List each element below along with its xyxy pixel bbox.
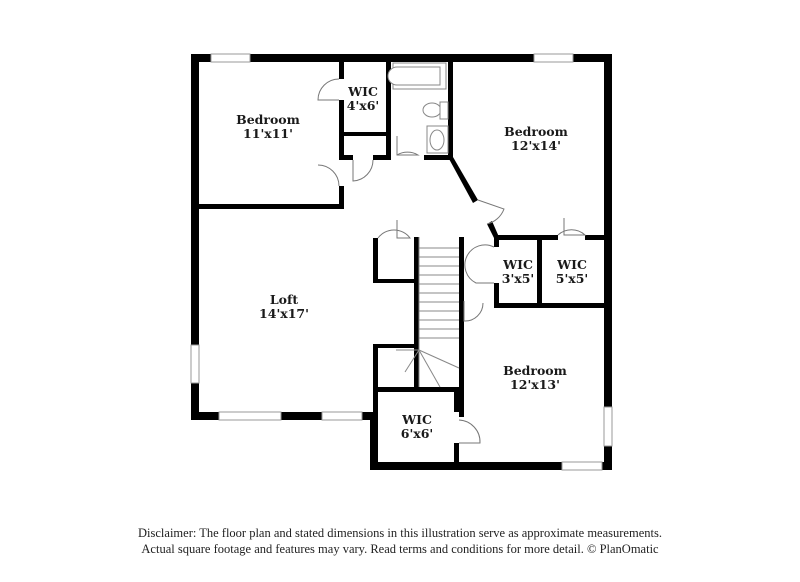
room-dims: 5'x5' bbox=[555, 271, 589, 286]
room-dims: 14'x17' bbox=[259, 306, 309, 321]
room-dims: 11'x11' bbox=[243, 126, 293, 141]
room-dims: 12'x13' bbox=[510, 377, 560, 392]
room-name: Bedroom bbox=[503, 363, 567, 378]
room-wic-4: WIC 6'x6' bbox=[401, 413, 434, 441]
room-wic-2: WIC 3'x5' bbox=[502, 258, 535, 286]
room-name: WIC bbox=[402, 412, 432, 427]
room-name: WIC bbox=[557, 257, 587, 272]
room-name: WIC bbox=[503, 257, 533, 272]
disclaimer-line-1: Disclaimer: The floor plan and stated di… bbox=[138, 526, 662, 540]
wall-left bbox=[191, 54, 199, 420]
room-wic-3: WIC 5'x5' bbox=[556, 258, 589, 286]
room-loft: Loft 14'x17' bbox=[259, 293, 309, 321]
room-name: WIC bbox=[348, 84, 378, 99]
room-name: Loft bbox=[269, 292, 299, 307]
room-bedroom-2: Bedroom 12'x14' bbox=[504, 125, 568, 153]
wall-right bbox=[604, 54, 612, 470]
room-dims: 4'x6' bbox=[346, 98, 380, 113]
room-name: Bedroom bbox=[236, 112, 300, 127]
room-wic-1: WIC 4'x6' bbox=[347, 85, 380, 113]
disclaimer: Disclaimer: The floor plan and stated di… bbox=[0, 525, 800, 557]
room-dims: 12'x14' bbox=[511, 138, 561, 153]
room-bedroom-3: Bedroom 12'x13' bbox=[503, 364, 567, 392]
wall-top bbox=[191, 54, 612, 62]
wall-bottom-right bbox=[370, 462, 612, 470]
wall-step bbox=[370, 412, 378, 470]
disclaimer-line-2: Actual square footage and features may v… bbox=[141, 542, 659, 556]
room-dims: 3'x5' bbox=[501, 271, 535, 286]
room-dims: 6'x6' bbox=[400, 426, 434, 441]
room-bedroom-1: Bedroom 11'x11' bbox=[236, 113, 300, 141]
room-name: Bedroom bbox=[504, 124, 568, 139]
wall-bottom-left bbox=[191, 412, 375, 420]
